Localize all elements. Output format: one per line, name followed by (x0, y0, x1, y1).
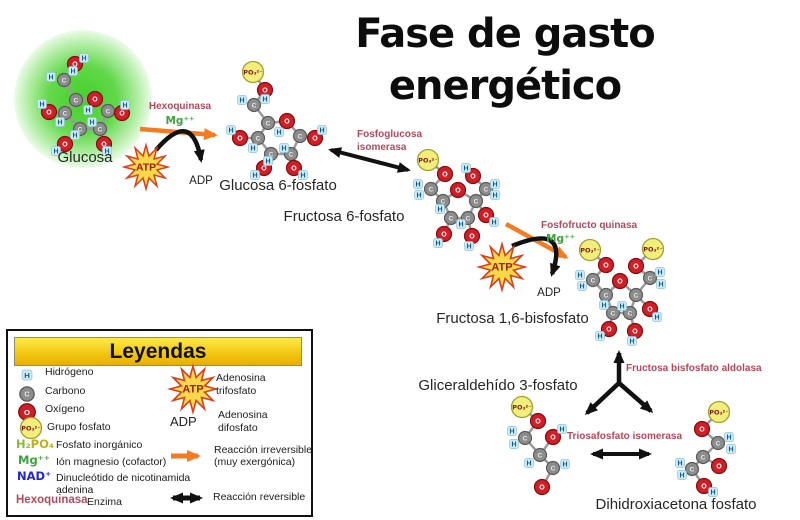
aldolase-split-arrow (584, 350, 654, 416)
legend-symbol-nad: NAD⁺ (17, 469, 52, 483)
legend-label-enzima: Enzima (87, 496, 123, 508)
label-gliceraldehido-3-fosfato: Gliceraldehído 3-fosfato (418, 377, 578, 394)
atp-star-2 (478, 243, 526, 291)
legend-adp-symbol: ADP (170, 414, 197, 429)
cofactor-mg-1: Mg⁺⁺ (165, 115, 195, 127)
label-fructosa-16-bisfosfato: Fructosa 1,6-bisfosfato (436, 310, 589, 327)
legend-symbol-hexoquinasa: Hexoquinasa (16, 494, 88, 506)
label-glucosa: Glucosa (57, 149, 113, 166)
fructose-6-phosphate-molecule (413, 148, 500, 252)
legend-title: Leyendas (109, 340, 207, 363)
cofactor-mg-2: Mg⁺⁺ (546, 233, 576, 245)
legend-label-fosfato-inorganico: Fosfato inorgánico (56, 439, 143, 451)
legend-label-oxigeno: Oxígeno (45, 403, 85, 415)
legend-symbol-mg: Mg⁺⁺ (18, 453, 50, 467)
label-glucosa-6-fosfato: Glucosa 6-fosfato (219, 177, 337, 194)
page-title-line1: Fase de gasto (355, 11, 656, 57)
glucose-6-phosphate-molecule (226, 60, 327, 181)
atp-adp-curve-2 (511, 236, 561, 277)
legend-irreversible-line1: Reacción irreversible (214, 444, 313, 456)
legend-label-carbono: Carbono (45, 385, 86, 397)
reversible-arrow-isomerase (328, 147, 411, 173)
legend-panel: Leyendas (6, 329, 313, 517)
enzyme-fosfoglucosa-line1: Fosfoglucosa (357, 129, 423, 140)
legend-label-hidrogeno: Hidrógeno (45, 366, 94, 378)
legend-icons (18, 365, 217, 504)
dihydroxyacetone-phosphate-molecule (675, 400, 736, 498)
legend-label-dinucleotido-line1: Dinucleótido de nicotinamida (56, 472, 191, 484)
legend-label-grupo-fosfato: Grupo fosfato (47, 421, 111, 433)
legend-adp-name-line2: difosfato (218, 422, 258, 434)
legend-symbol-h2po4: H₂PO₄ (16, 437, 54, 451)
enzyme-aldolasa: Fructosa bisfosfato aldolasa (626, 363, 762, 374)
enzyme-fosfoglucosa-line2: isomerasa (357, 142, 407, 153)
legend-label-ion-magnesio: Ión magnesio (cofactor) (56, 456, 167, 468)
legend-symbol-po4: PO₄ (30, 437, 54, 451)
legend-reversible-label: Reacción reversible (213, 491, 306, 503)
fructose-16-bisphosphate-molecule (575, 237, 666, 347)
atp-adp-curve-1 (154, 129, 205, 163)
glucose-molecule (37, 53, 131, 157)
enzyme-hexoquinasa: Hexoquinasa (148, 101, 212, 112)
legend-atp-name-line2: trifosfato (216, 385, 257, 397)
adp-label-1: ADP (189, 175, 213, 187)
legend-label-dinucleotido-line2: adenina (56, 484, 94, 496)
legend-adp-name-line1: Adenosina (218, 409, 268, 421)
legend-irreversible-line2: (muy exergónica) (214, 456, 296, 468)
glyceraldehyde-3-phosphate-molecule (507, 395, 570, 496)
adp-label-2: ADP (537, 287, 561, 299)
enzyme-fosfofructo-quinasa: Fosfofructo quinasa (541, 220, 638, 231)
label-fructosa-6-fosfato: Fructosa 6-fosfato (283, 208, 405, 225)
page-title-line2: energético (388, 63, 622, 109)
enzyme-triosafosfato-isomerasa: Triosafosfato isomerasa (567, 431, 683, 442)
legend-symbol-h2: H₂ (16, 437, 31, 451)
label-dihidroxiacetona-fosfato: Dihidroxiacetona fosfato (595, 496, 757, 513)
legend-header: Leyendas (14, 337, 302, 366)
legend-atp-name-line1: Adenosina (216, 372, 266, 384)
